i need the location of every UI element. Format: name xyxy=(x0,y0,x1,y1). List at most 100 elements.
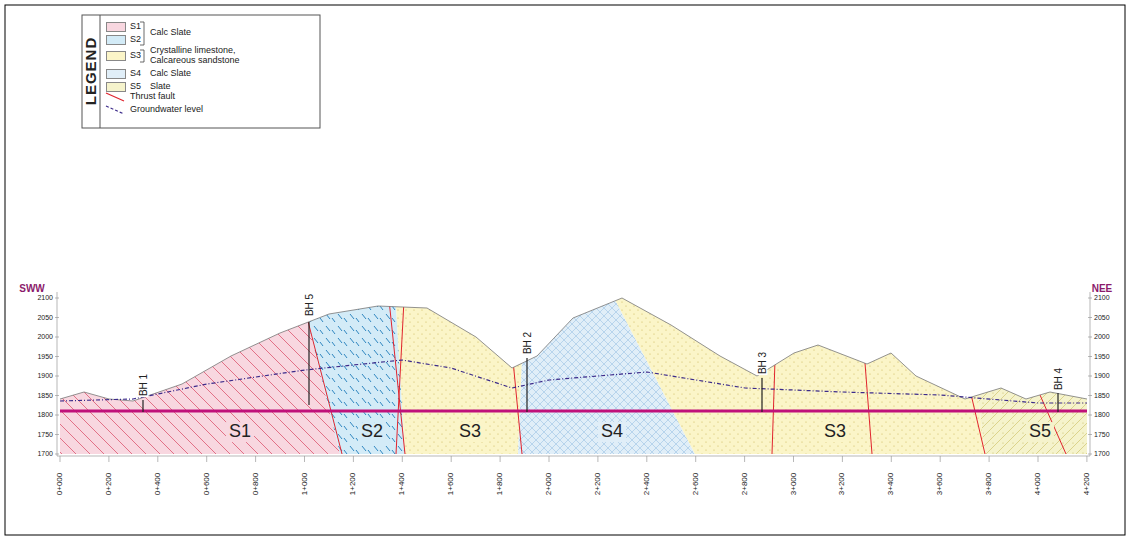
chainage-value: 3+000 xyxy=(789,473,798,495)
elevation-value: 1800 xyxy=(1094,411,1110,419)
axis-tick xyxy=(206,456,207,462)
borehole-label: BH 2 xyxy=(522,331,533,355)
elevation-value: 1800 xyxy=(37,411,53,419)
borehole-label: BH 4 xyxy=(1053,367,1064,391)
axis-tick xyxy=(55,434,59,435)
chainage-value: 1+400 xyxy=(398,473,407,495)
chainage-value: 3+600 xyxy=(936,473,945,495)
direction-label: SWW xyxy=(19,283,45,294)
elevation-value: 1950 xyxy=(37,353,53,361)
chainage-value: 0+000 xyxy=(56,473,65,495)
legend-text: Groundwater level xyxy=(130,105,203,115)
direction-label: NEE xyxy=(1092,283,1113,294)
elevation-value: 1700 xyxy=(1094,450,1110,458)
axis-tick xyxy=(55,298,59,299)
axis-tick xyxy=(55,376,59,377)
axis-tick xyxy=(55,317,59,318)
axis-tick xyxy=(157,456,158,462)
legend-note: Slate xyxy=(150,82,171,92)
axis-tick xyxy=(1088,434,1092,435)
axis-tick xyxy=(793,456,794,462)
chainage-value: 2+800 xyxy=(740,473,749,495)
unit-label: S3 xyxy=(821,422,849,442)
elevation-value: 1900 xyxy=(1094,372,1110,380)
axis-tick xyxy=(402,456,403,462)
legend-text: S2 xyxy=(130,35,141,45)
legend-note: Calc Slate xyxy=(150,69,191,79)
axis-tick xyxy=(891,456,892,462)
axis-tick xyxy=(1088,298,1092,299)
axis-tick xyxy=(55,337,59,338)
legend-swatch xyxy=(106,22,126,32)
chainage-value: 3+800 xyxy=(985,473,994,495)
chainage-value: 0+800 xyxy=(251,473,260,495)
elevation-value: 2050 xyxy=(1094,314,1110,322)
chainage-value: 0+200 xyxy=(104,473,113,495)
borehole-label: BH 5 xyxy=(304,293,315,317)
axis-tick xyxy=(549,456,550,462)
axis-tick xyxy=(1088,454,1092,455)
elevation-value: 1750 xyxy=(37,431,53,439)
chainage-value: 2+400 xyxy=(642,473,651,495)
elevation-value: 2000 xyxy=(37,333,53,341)
borehole-label: BH 1 xyxy=(138,373,149,397)
chainage-value: 1+000 xyxy=(300,473,309,495)
axis-tick xyxy=(597,456,598,462)
axis-tick xyxy=(500,456,501,462)
axis-tick xyxy=(255,456,256,462)
elevation-value: 1750 xyxy=(1094,431,1110,439)
axis-tick xyxy=(451,456,452,462)
axis-tick xyxy=(989,456,990,462)
unit-label: S4 xyxy=(598,422,626,442)
axis-tick xyxy=(744,456,745,462)
axis-tick xyxy=(1088,337,1092,338)
chainage-value: 4+200 xyxy=(1082,473,1091,495)
unit-label: S3 xyxy=(456,422,484,442)
chainage-value: 3+200 xyxy=(838,473,847,495)
axis-tick xyxy=(646,456,647,462)
elevation-value: 1950 xyxy=(1094,353,1110,361)
unit-label: S2 xyxy=(358,422,386,442)
axis-tick xyxy=(55,415,59,416)
axis-tick xyxy=(1088,317,1092,318)
legend-text: S1 xyxy=(130,22,141,32)
elevation-value: 1850 xyxy=(1094,392,1110,400)
legend-text: S5 xyxy=(130,82,141,92)
axis-tick xyxy=(1038,456,1039,462)
legend-text: S4 xyxy=(130,69,141,79)
borehole-label: BH 3 xyxy=(757,351,768,375)
axis-tick xyxy=(108,456,109,462)
axis-tick xyxy=(55,454,59,455)
legend-swatch xyxy=(106,51,126,61)
legend-text: S3 xyxy=(130,51,141,61)
axis-tick xyxy=(353,456,354,462)
unit-label: S1 xyxy=(226,422,254,442)
legend-swatch xyxy=(106,82,126,92)
unit-label: S5 xyxy=(1026,422,1054,442)
axis-tick xyxy=(1088,395,1092,396)
chainage-value: 3+400 xyxy=(887,473,896,495)
chainage-value: 1+600 xyxy=(447,473,456,495)
elevation-value: 1850 xyxy=(37,392,53,400)
axis-tick xyxy=(60,456,61,462)
elevation-value: 2100 xyxy=(37,294,53,302)
chainage-value: 1+200 xyxy=(349,473,358,495)
axis-tick xyxy=(1088,376,1092,377)
chainage-value: 1+800 xyxy=(496,473,505,495)
axis-tick xyxy=(940,456,941,462)
elevation-value: 1700 xyxy=(37,450,53,458)
chainage-value: 2+200 xyxy=(593,473,602,495)
axis-tick xyxy=(1086,456,1087,462)
legend-text: Thrust fault xyxy=(130,92,175,102)
elevation-value: 1900 xyxy=(37,372,53,380)
chainage-value: 2+600 xyxy=(691,473,700,495)
legend-swatch xyxy=(106,69,126,79)
elevation-value: 2000 xyxy=(1094,333,1110,341)
axis-tick xyxy=(1088,356,1092,357)
axis-tick xyxy=(695,456,696,462)
axis-tick xyxy=(1088,415,1092,416)
chainage-value: 2+000 xyxy=(545,473,554,495)
legend-swatch xyxy=(106,35,126,45)
axis-tick xyxy=(55,356,59,357)
